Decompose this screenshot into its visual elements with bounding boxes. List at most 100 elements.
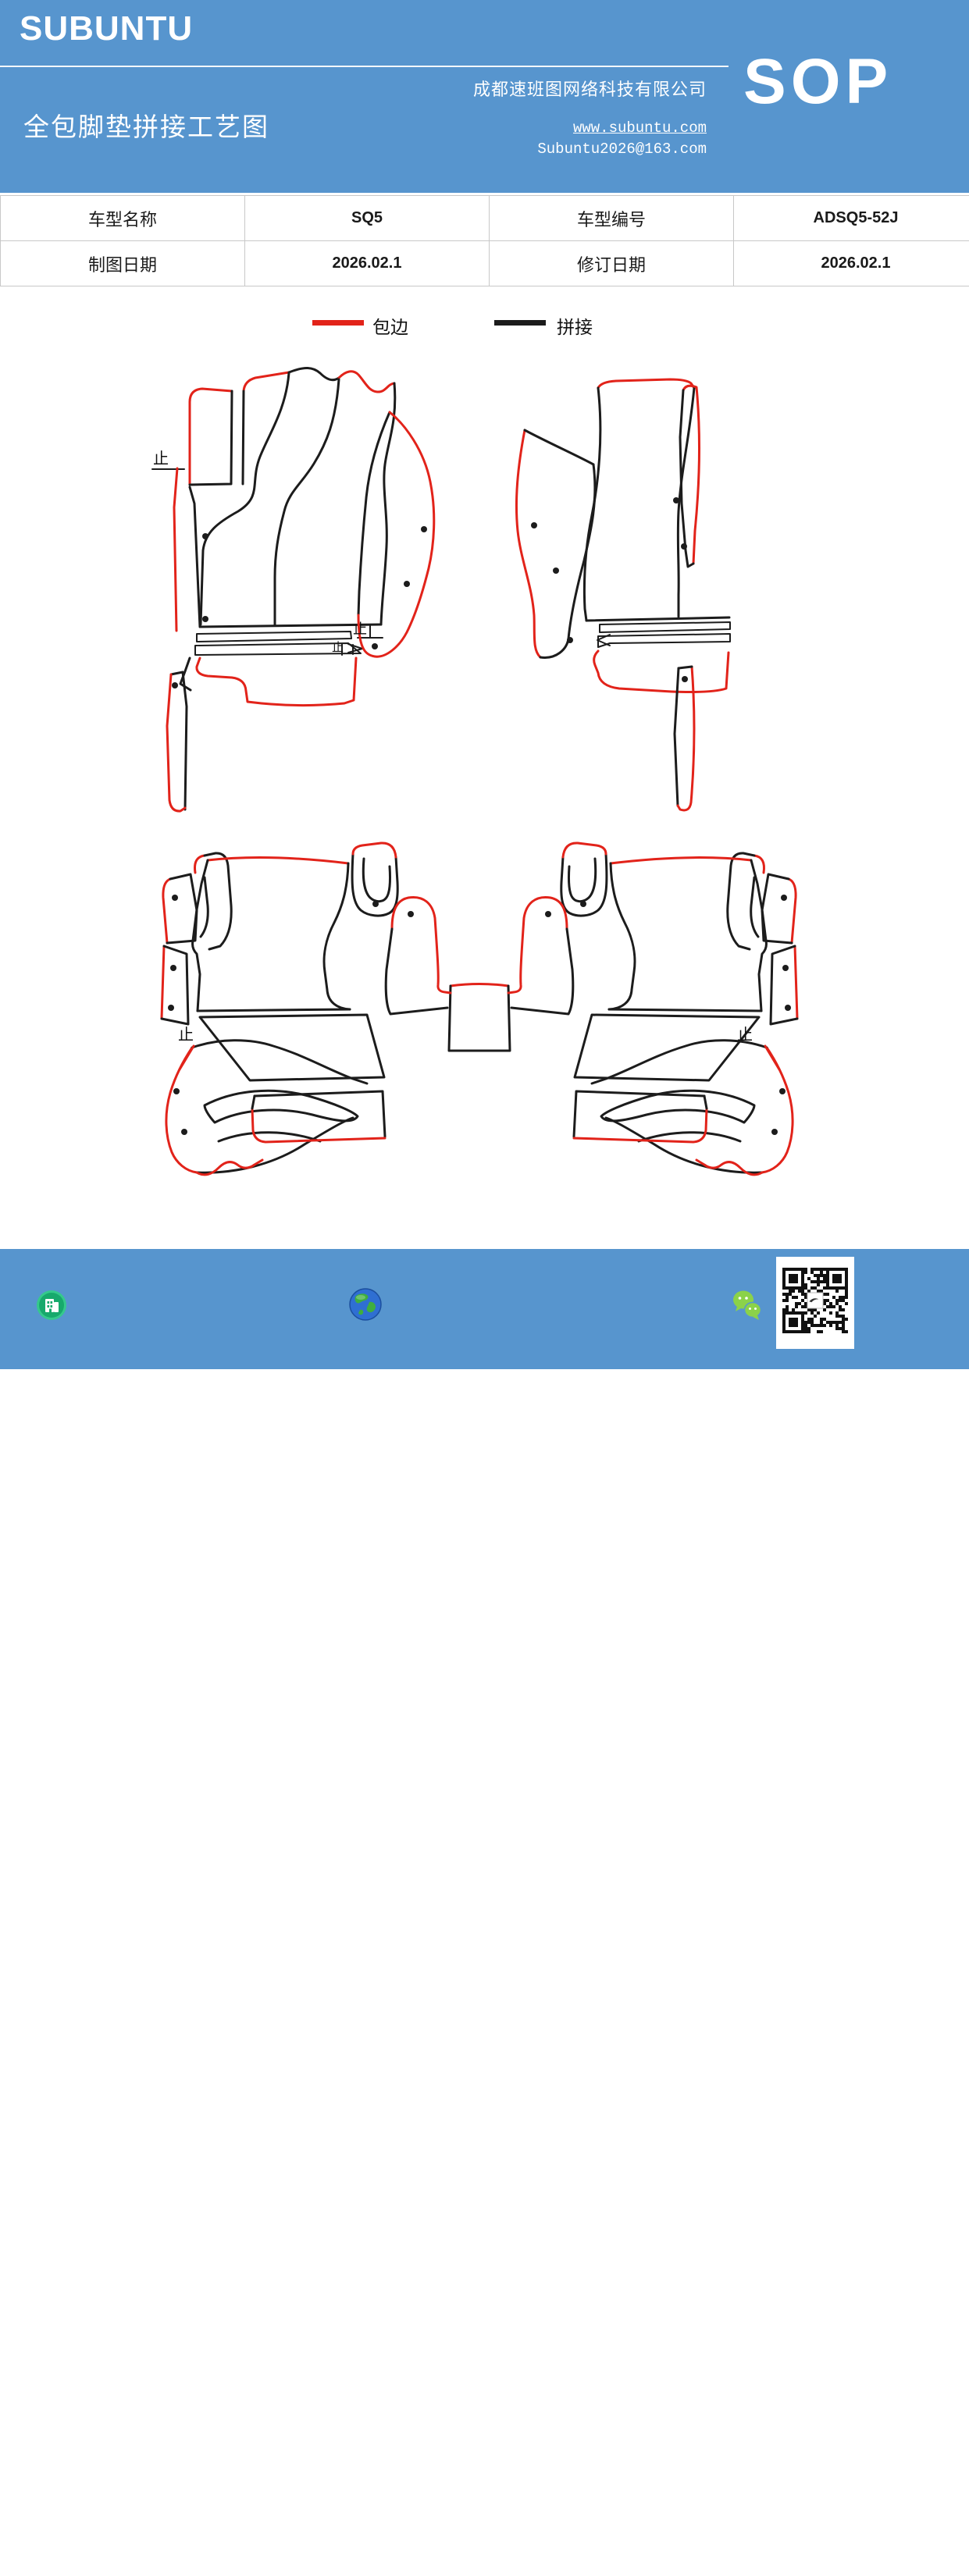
splice-line <box>197 632 351 642</box>
splice-line <box>171 672 187 809</box>
globe-icon <box>349 1288 382 1321</box>
binding-edge-line <box>190 389 232 485</box>
splice-line <box>198 1009 350 1011</box>
binding-edge-line <box>563 843 606 857</box>
binding-edge-line <box>594 651 729 692</box>
splice-line <box>192 1041 367 1083</box>
binding-edge-line <box>197 658 356 706</box>
binding-edge-line <box>339 372 394 392</box>
splice-line <box>609 863 635 1009</box>
sop-document-page: { "colors": { "blue": "#5795ce", "red": … <box>0 0 969 1369</box>
splice-line <box>679 667 692 668</box>
header-email: Subuntu2026@163.com <box>537 141 707 158</box>
splice-line <box>728 853 754 949</box>
fixing-point-dot <box>580 901 586 907</box>
company-logo-icon <box>36 1290 67 1321</box>
footer-website-link[interactable]: www.subuntu.com <box>386 2549 575 2572</box>
binding-edge-line <box>508 897 567 993</box>
legend-binding-swatch <box>312 320 364 326</box>
binding-edge-line <box>611 858 751 863</box>
fixing-point-dot <box>782 965 789 971</box>
fixing-point-dot <box>173 1088 180 1094</box>
splice-line <box>540 464 595 657</box>
binding-edge-line <box>353 843 396 857</box>
splice-line <box>574 1091 704 1137</box>
splice-line <box>275 379 339 624</box>
binding-edge-line <box>163 879 170 943</box>
splice-line <box>598 634 730 647</box>
legend-splice-swatch <box>494 320 546 326</box>
sop-label: SOP <box>743 45 892 119</box>
splice-line <box>243 391 244 484</box>
splice-line <box>568 859 595 902</box>
drawing-group-center <box>449 984 510 1051</box>
binding-edge-line <box>174 468 177 631</box>
splice-line <box>167 874 197 943</box>
fixing-point-dot <box>553 568 559 574</box>
fixing-point-dot <box>682 676 688 682</box>
binding-edge-line <box>789 879 796 943</box>
footer-company-name: 成都速班图网络科技有限公司 <box>72 2546 366 2576</box>
splice-line <box>584 388 600 621</box>
binding-edge-line <box>795 946 797 1019</box>
fixing-point-dot <box>681 543 687 550</box>
splice-line <box>289 368 339 379</box>
fixing-point-dot <box>202 616 208 622</box>
brand-logo: SUBUNTU <box>20 9 193 48</box>
binding-edge-line <box>358 412 434 656</box>
splice-line <box>609 1009 761 1011</box>
header-divider <box>0 66 729 67</box>
splice-line <box>606 1118 762 1172</box>
fixing-point-dot <box>202 533 208 539</box>
fixing-point-dot <box>567 637 573 643</box>
footer-banner: 成都速班图网络科技有限公司 www.subuntu.com <box>0 1249 969 1369</box>
binding-edge-line <box>598 379 694 388</box>
header-banner: SUBUNTU 成都速班图网络科技有限公司 SOP 全包脚垫拼接工艺图 www.… <box>0 0 969 193</box>
splice-line <box>200 1015 384 1080</box>
fixing-point-dot <box>170 965 176 971</box>
table-cell-r0c2: 车型编号 <box>490 196 734 241</box>
splice-line <box>363 859 390 902</box>
splice-line <box>190 391 232 485</box>
table-cell-r0c0: 车型名称 <box>1 196 245 241</box>
binding-edge-line <box>392 897 451 993</box>
binding-edge-line <box>516 430 540 657</box>
stop-mark: 止 <box>153 450 169 468</box>
wechat-icon[interactable] <box>731 1290 764 1324</box>
table-cell-r1c0: 制图日期 <box>1 241 245 286</box>
splice-line <box>324 863 350 1009</box>
binding-edge-line <box>167 674 185 811</box>
fixing-point-dot <box>781 895 787 901</box>
fixing-point-dot <box>531 522 537 528</box>
binding-edge-line <box>162 946 164 1019</box>
fixing-point-dot <box>168 1005 174 1011</box>
fixing-point-dot <box>779 1088 786 1094</box>
splice-line <box>592 1041 767 1083</box>
fixing-point-dot <box>372 643 378 649</box>
fixing-point-dot <box>421 526 427 532</box>
fixing-point-dot <box>785 1005 791 1011</box>
splice-line <box>771 946 797 1024</box>
binding-edge-line <box>208 858 348 863</box>
splice-line <box>525 430 593 464</box>
fixing-point-dot <box>172 682 178 688</box>
table-cell-r0c3: ADSQ5-52J <box>734 196 969 241</box>
splice-line <box>381 383 395 624</box>
binding-edge-line <box>765 1046 779 1069</box>
splice-line <box>162 946 188 1024</box>
table-cell-r0c1: SQ5 <box>245 196 490 241</box>
binding-edge-line <box>678 667 694 810</box>
binding-edge-line <box>244 372 289 391</box>
fixing-point-dot <box>372 901 379 907</box>
header-website-link[interactable]: www.subuntu.com <box>573 119 707 137</box>
table-cell-r1c1: 2026.02.1 <box>245 241 490 286</box>
fixing-point-dot <box>181 1129 187 1135</box>
fixing-point-dot <box>545 911 551 917</box>
mat-pattern-drawing: 止止止止止 <box>0 328 969 1202</box>
splice-line <box>586 617 729 621</box>
splice-line <box>255 1091 385 1137</box>
stop-mark: 止 <box>332 641 344 654</box>
header-company-name: 成都速班图网络科技有限公司 <box>473 76 707 101</box>
